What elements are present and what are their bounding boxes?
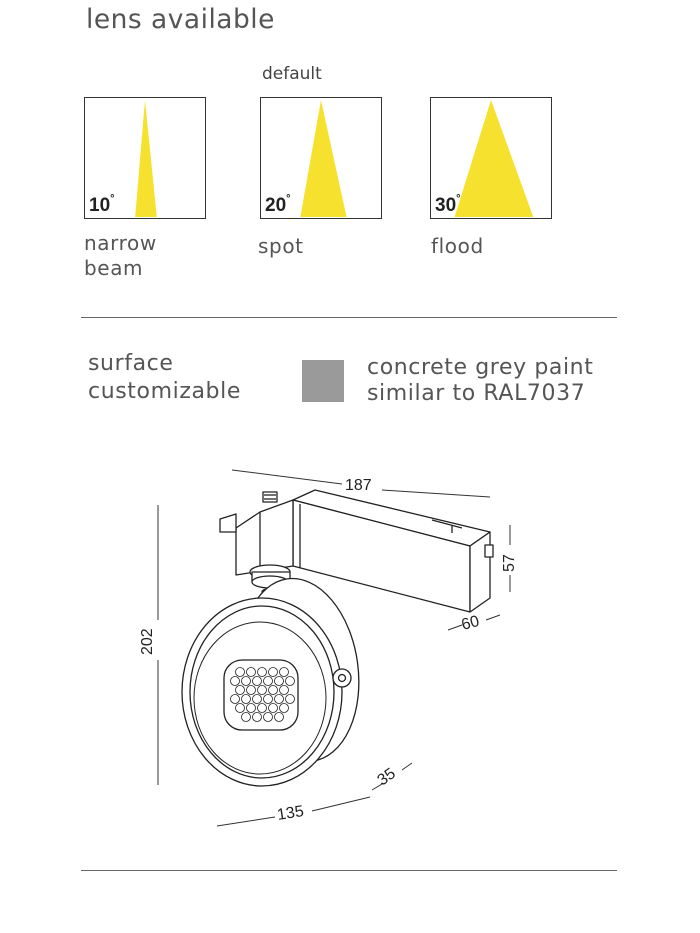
lens-angle-value: 30 <box>435 195 457 216</box>
beam-spot-icon <box>300 99 347 218</box>
default-label: default <box>262 64 322 84</box>
beam-narrow-icon <box>135 99 157 218</box>
lens-angle-value: 20 <box>265 195 287 216</box>
degree-symbol: ° <box>456 193 461 205</box>
dim-total-height: 202 <box>139 628 156 655</box>
paint-label: concrete grey paint similar to RAL7037 <box>367 355 593 407</box>
dim-head-diameter: 135 <box>276 803 305 824</box>
surface-label-line: surface <box>88 351 174 376</box>
lens-name-narrow: narrow beam <box>84 231 157 281</box>
beam-flood-icon <box>454 99 534 218</box>
surface-label: surface customizable <box>88 350 241 406</box>
lens-angle-spot: 20° <box>265 193 291 217</box>
color-swatch <box>302 360 344 402</box>
section-title: lens available <box>86 4 275 35</box>
dim-length: 187 <box>345 477 372 494</box>
divider <box>81 870 617 871</box>
degree-symbol: ° <box>286 193 291 205</box>
lens-name-flood: flood <box>431 234 484 259</box>
lens-name-line: narrow <box>84 231 157 255</box>
paint-label-line: concrete grey paint <box>367 355 594 380</box>
lens-name-line: beam <box>84 256 144 280</box>
dim-rail-width: 60 <box>460 613 482 634</box>
lens-angle-flood: 30° <box>435 193 461 217</box>
lens-name-line: flood <box>431 234 484 258</box>
lens-box-narrow: 10° <box>84 97 206 219</box>
dim-rail-height: 57 <box>501 554 518 572</box>
degree-symbol: ° <box>110 193 115 205</box>
lens-box-flood: 30° <box>430 97 552 219</box>
lens-name-spot: spot <box>258 234 304 259</box>
lens-angle-value: 10 <box>89 195 111 216</box>
divider <box>81 317 617 318</box>
dim-head-depth: 35 <box>375 765 399 789</box>
lens-box-spot: 20° <box>260 97 382 219</box>
paint-label-line: similar to RAL7037 <box>367 381 586 406</box>
surface-label-line: customizable <box>88 379 241 404</box>
lens-name-line: spot <box>258 234 304 258</box>
lens-angle-narrow: 10° <box>89 193 115 217</box>
